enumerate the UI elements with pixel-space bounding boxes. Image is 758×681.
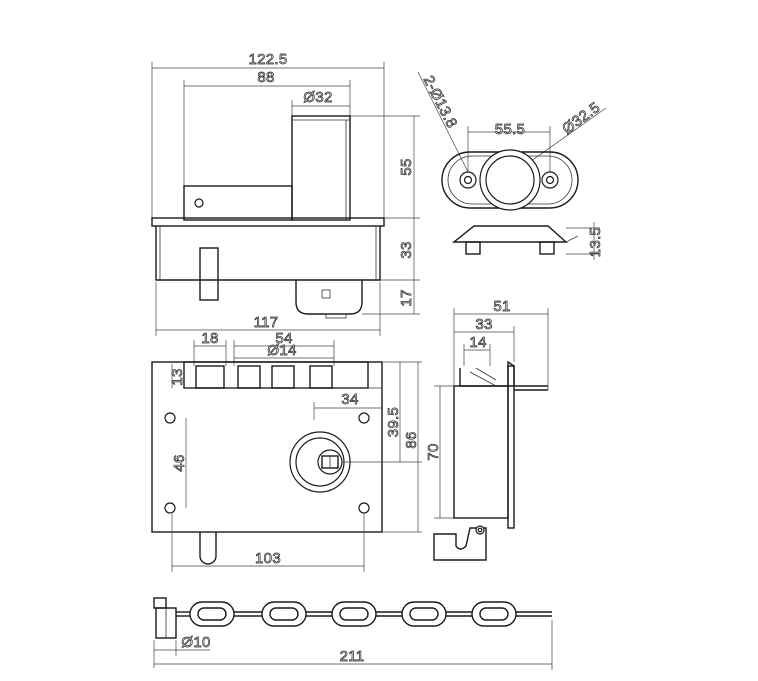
cylinder-ring-inner (485, 155, 535, 205)
mount-hole-top (164, 412, 176, 424)
dim-d10: Ø10 (181, 634, 210, 651)
escutcheon-plate (441, 151, 579, 209)
escutcheon-view: 2-Ø13.8 55.5 Ø32.5 13.5 (417, 71, 607, 260)
dim-117: 117 (254, 314, 279, 331)
plate-hole (194, 198, 204, 208)
chain-link (331, 601, 377, 627)
dim-46: 46 (171, 454, 188, 471)
lock-case (155, 226, 381, 281)
chain-view: Ø10 211 (153, 597, 553, 670)
dim-17: 17 (398, 289, 415, 306)
escutcheon-profile (452, 225, 568, 243)
dim-34: 34 (341, 391, 358, 408)
bolt-2 (237, 365, 261, 389)
dim-55: 55 (398, 158, 415, 175)
dim-33-side: 33 (475, 316, 492, 333)
mount-hole-top-right (358, 412, 370, 424)
front-view: 18 54 Ø14 13 46 34 (151, 330, 422, 572)
dim-54: 54 (275, 330, 292, 347)
dim-39-5: 39.5 (385, 407, 402, 437)
dim-86: 86 (403, 431, 420, 448)
bolt-4 (309, 365, 333, 389)
chain-link (401, 601, 447, 627)
dim-d14: Ø14 (267, 342, 296, 359)
dim-211: 211 (340, 648, 365, 665)
dim-55-5: 55.5 (495, 121, 525, 138)
dim-13-5: 13.5 (587, 227, 604, 257)
latch (199, 247, 219, 301)
top-view: 122.5 88 Ø32 55 33 (151, 51, 420, 336)
bolt-block (291, 115, 351, 221)
dim-70: 70 (425, 443, 442, 460)
chain-links (189, 601, 552, 627)
mount-hole-bottom (164, 502, 176, 514)
dim-d32: Ø32 (303, 89, 332, 106)
chain-link (189, 601, 235, 627)
flange (151, 217, 385, 227)
dim-51: 51 (493, 298, 510, 315)
chain-link (471, 601, 517, 627)
latch-tongue (199, 532, 217, 565)
dim-33: 33 (398, 241, 415, 258)
cylinder-housing (295, 280, 363, 315)
mount-hole-bottom-right (358, 502, 370, 514)
bolt-3 (271, 365, 295, 389)
dim-88: 88 (257, 69, 274, 86)
dim-2-d13-8: 2-Ø13.8 (420, 73, 461, 131)
chain-link (261, 601, 307, 627)
dim-13: 13 (169, 368, 186, 385)
dim-18: 18 (201, 330, 218, 347)
dim-14: 14 (469, 334, 486, 351)
dim-d32-5: Ø32.5 (559, 99, 603, 138)
chain-pin-head (153, 597, 167, 609)
dim-103: 103 (255, 550, 281, 567)
side-hook (433, 527, 487, 561)
side-body (453, 385, 509, 519)
dim-122-5: 122.5 (248, 51, 287, 68)
side-view: 51 33 14 70 (425, 298, 549, 561)
bolt-1 (195, 365, 225, 389)
mounting-plate (183, 185, 293, 221)
